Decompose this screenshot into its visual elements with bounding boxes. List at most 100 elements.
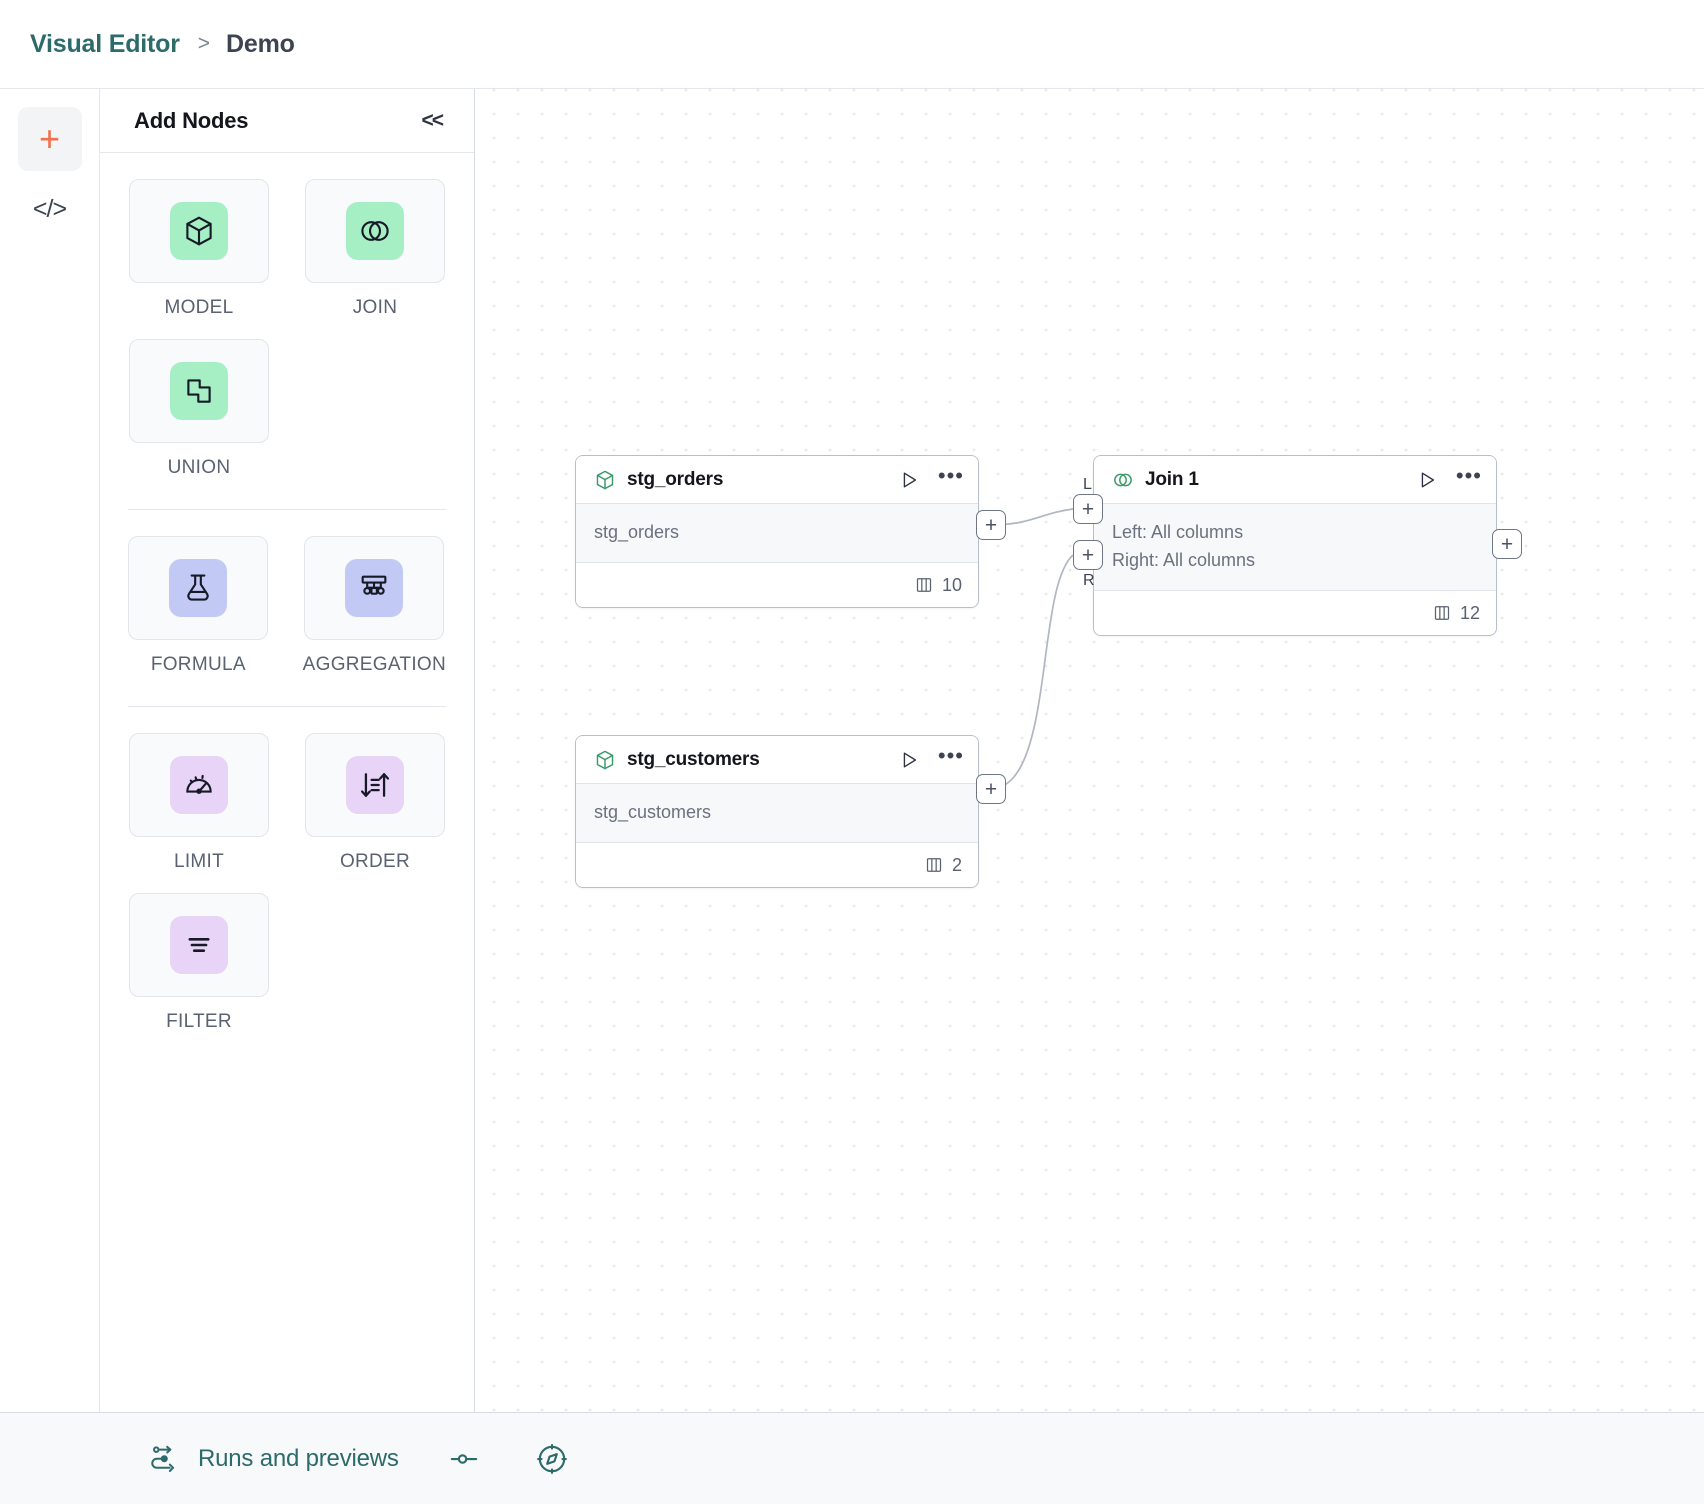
node-tile-aggregation[interactable] <box>304 536 445 640</box>
node-tile-filter[interactable] <box>129 893 269 997</box>
node-footer: 2 <box>576 843 978 887</box>
output-handle-stg-customers[interactable]: + <box>976 774 1006 804</box>
node-label-formula: FORMULA <box>150 654 246 675</box>
breadcrumb-root-link[interactable]: Visual Editor <box>30 29 180 58</box>
toggle-switch-icon <box>450 1453 477 1464</box>
filter-lines-icon <box>188 938 210 952</box>
filter-badge <box>170 916 228 974</box>
breadcrumb: Visual Editor > Demo <box>0 0 1704 88</box>
node-type-formula: FORMULA <box>128 536 269 676</box>
cube-icon <box>596 750 614 769</box>
node-label-limit: LIMIT <box>173 851 225 872</box>
aggregation-badge <box>345 559 404 617</box>
node-tile-join[interactable] <box>305 179 445 283</box>
node-title: Join 1 <box>1145 468 1199 490</box>
node-body: Left: All columns Right: All columns <box>1094 504 1496 591</box>
node-type-union: UNION <box>128 339 270 479</box>
output-handle-stg-orders[interactable]: + <box>976 510 1006 540</box>
code-brackets-icon: </> <box>32 194 67 223</box>
node-column-count: 10 <box>941 574 962 595</box>
group-divider-1 <box>128 509 446 510</box>
runs-and-previews-label: Runs and previews <box>198 1444 399 1472</box>
node-header: Join 1 ••• <box>1094 456 1496 504</box>
union-badge <box>170 362 228 420</box>
node-label-order: ORDER <box>339 851 411 872</box>
node-more-menu-icon[interactable]: ••• <box>1455 462 1482 488</box>
join-left-columns: Left: All columns <box>1112 522 1244 542</box>
hierarchy-icon <box>361 575 387 595</box>
node-type-limit: LIMIT <box>128 733 270 873</box>
node-more-menu-icon[interactable]: ••• <box>937 462 964 488</box>
node-title: stg_orders <box>627 468 724 490</box>
canvas-node-stg-orders[interactable]: stg_orders ••• stg_orders 10 <box>575 455 979 608</box>
formula-badge <box>169 559 228 617</box>
overlapping-squares-icon <box>187 379 211 403</box>
node-column-count: 2 <box>951 854 962 875</box>
join-left-handle-label: L <box>1083 476 1092 493</box>
cube-icon <box>596 470 614 489</box>
node-tile-union[interactable] <box>129 339 269 443</box>
toggle-switch-button[interactable] <box>425 1442 481 1476</box>
breadcrumb-separator-icon: > <box>197 32 211 55</box>
node-label-aggregation: AGGREGATION <box>302 654 446 675</box>
node-body: stg_customers <box>576 784 978 843</box>
node-more-menu-icon[interactable]: ••• <box>937 742 964 768</box>
columns-icon <box>926 858 942 872</box>
node-tile-order[interactable] <box>305 733 445 837</box>
node-type-join: JOIN <box>304 179 446 319</box>
limit-badge <box>170 756 228 814</box>
plus-icon: + <box>38 118 61 159</box>
editor-body: + </> Add Nodes << <box>0 88 1704 1412</box>
add-node-rail-button[interactable]: + <box>17 107 82 171</box>
bottom-bar-actions: Runs and previews <box>100 1442 569 1476</box>
node-subtitle: stg_customers <box>594 802 712 822</box>
add-nodes-panel: Add Nodes << <box>100 89 475 1412</box>
node-type-order: ORDER <box>304 733 446 873</box>
node-label-join: JOIN <box>352 297 398 318</box>
join-right-columns: Right: All columns <box>1112 550 1256 570</box>
node-group-refine: LIMIT ORDER <box>128 733 446 1053</box>
node-title: stg_customers <box>627 748 760 770</box>
node-tile-model[interactable] <box>129 179 269 283</box>
compass-button[interactable] <box>507 1442 569 1476</box>
collapse-panel-button[interactable]: << <box>421 108 443 132</box>
join-right-handle-label: R <box>1083 572 1095 589</box>
node-type-aggregation: AGGREGATION <box>303 536 446 676</box>
flow-canvas[interactable]: stg_orders ••• stg_orders 10 <box>475 89 1704 1412</box>
gauge-icon <box>186 774 212 794</box>
edge-customers-to-join-right <box>990 554 1074 790</box>
join-badge <box>346 202 404 260</box>
columns-icon <box>916 578 932 592</box>
run-icon[interactable] <box>898 469 920 491</box>
add-nodes-list: MODEL JOIN <box>100 153 474 1412</box>
node-footer: 10 <box>576 563 978 607</box>
node-type-filter: FILTER <box>128 893 270 1033</box>
node-header: stg_orders ••• <box>576 456 978 504</box>
node-type-model: MODEL <box>128 179 270 319</box>
compass-icon <box>536 1443 567 1474</box>
columns-icon <box>1434 606 1450 620</box>
cube-icon <box>186 216 212 246</box>
flask-icon <box>187 574 209 601</box>
panel-title: Add Nodes <box>134 107 249 133</box>
add-nodes-panel-header: Add Nodes << <box>100 89 474 153</box>
venn-circles-icon <box>1114 473 1132 486</box>
bottom-bar: Runs and previews <box>0 1412 1704 1504</box>
run-icon[interactable] <box>898 749 920 771</box>
canvas-node-join-1[interactable]: Join 1 ••• Left: All columns Right: All … <box>1093 455 1497 636</box>
node-tile-limit[interactable] <box>129 733 269 837</box>
code-view-rail-button[interactable]: </> <box>18 177 82 241</box>
run-icon[interactable] <box>1416 469 1438 491</box>
node-label-filter: FILTER <box>166 1011 232 1032</box>
runs-and-previews-button[interactable]: Runs and previews <box>148 1443 399 1475</box>
canvas-node-stg-customers[interactable]: stg_customers ••• stg_customers 2 <box>575 735 979 888</box>
node-column-count: 12 <box>1459 602 1480 623</box>
node-tile-formula[interactable] <box>128 536 269 640</box>
input-handle-join-left[interactable]: + <box>1073 494 1103 524</box>
node-footer: 12 <box>1094 591 1496 635</box>
node-header: stg_customers ••• <box>576 736 978 784</box>
input-handle-join-right[interactable]: + <box>1073 540 1103 570</box>
output-handle-join-1[interactable]: + <box>1492 529 1522 559</box>
runs-flow-icon <box>151 1445 175 1472</box>
